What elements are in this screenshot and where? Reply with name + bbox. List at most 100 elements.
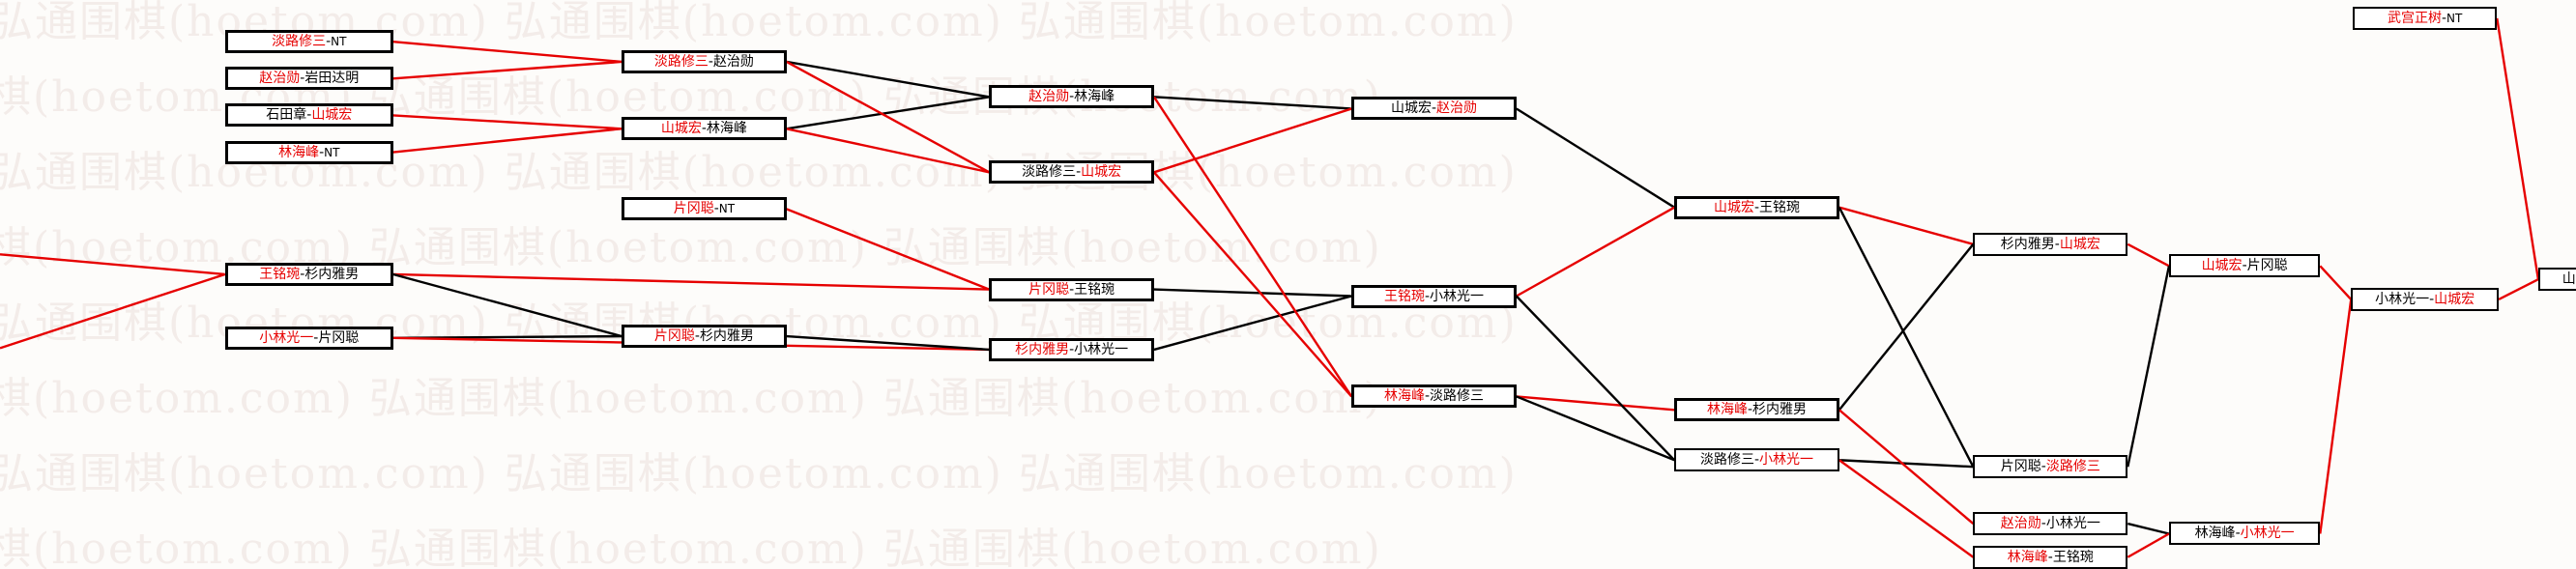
connector-line <box>1152 96 1353 398</box>
match-node[interactable]: 山城宏-片冈聪 <box>2168 254 2321 278</box>
player-left: 林海峰 <box>278 144 320 160</box>
player-separator: - <box>1069 89 1075 105</box>
player-right: NT <box>324 145 340 159</box>
player-left: 武宫正树 <box>2387 10 2442 26</box>
player-left: 山城宏 <box>2562 271 2576 288</box>
match-node[interactable]: 片冈聪-NT <box>622 197 787 221</box>
player-right: 杉内雅男 <box>699 328 754 345</box>
player-left: 片冈聪 <box>1028 281 1070 298</box>
match-node[interactable]: 杉内雅男-山城宏 <box>1973 232 2128 256</box>
match-node[interactable]: 淡路修三-小林光一 <box>1674 448 1839 472</box>
player-right: 杉内雅男 <box>304 266 360 282</box>
player-left: 林海峰 <box>2194 526 2236 542</box>
match-node[interactable]: 片冈聪-杉内雅男 <box>622 325 787 349</box>
match-node[interactable]: 山城宏-王铭琬 <box>1674 195 1839 219</box>
player-right: 王铭琬 <box>1074 281 1115 298</box>
match-node[interactable]: 林海峰-淡路修三 <box>1351 384 1517 409</box>
connector-line <box>786 128 990 174</box>
match-node[interactable]: 小林光一-山城宏 <box>2351 287 2500 311</box>
connector-line <box>786 96 990 130</box>
player-left: 淡路修三 <box>1022 164 1077 181</box>
connector-line <box>2127 532 2170 558</box>
player-separator: - <box>2242 258 2247 274</box>
match-node[interactable]: 淡路修三-山城宏 <box>989 160 1154 185</box>
player-left: 杉内雅男 <box>2000 236 2055 252</box>
connector-line <box>1838 206 1974 245</box>
player-separator: - <box>1424 388 1431 405</box>
player-separator: - <box>1753 452 1760 469</box>
player-right: 小林光一 <box>1430 288 1485 304</box>
match-node[interactable]: 小林光一-片冈聪 <box>224 326 393 350</box>
player-left: 山城宏 <box>1713 199 1754 215</box>
player-separator: - <box>2429 291 2435 307</box>
player-right: 赵治勋 <box>712 53 754 70</box>
player-separator: - <box>708 53 713 70</box>
player-right: NT <box>718 202 736 216</box>
connector-line <box>1838 243 1975 412</box>
connector-line <box>392 272 622 338</box>
match-node[interactable]: 杉内雅男-小林光一 <box>989 337 1154 361</box>
player-right: 淡路修三 <box>2045 459 2100 475</box>
match-node[interactable]: 山城宏-武宫正树 <box>2537 268 2576 292</box>
match-node[interactable]: 王铭琬-小林光一 <box>1351 284 1517 308</box>
watermark-text: 弘通围棋(hoetom.com) 弘通围棋(hoetom.com) 弘通围棋(h… <box>0 449 1518 498</box>
player-separator: - <box>2041 459 2046 475</box>
player-left: 山城宏 <box>1390 100 1432 117</box>
player-right: 小林光一 <box>2045 516 2100 532</box>
connector-line <box>786 208 990 291</box>
match-node[interactable]: 片冈聪-淡路修三 <box>1973 455 2128 479</box>
connector-line <box>392 114 622 130</box>
player-separator: - <box>2235 526 2241 542</box>
match-node[interactable]: 赵治勋-岩田达明 <box>224 67 393 91</box>
connector-line <box>2127 522 2170 535</box>
connector-line <box>1153 107 1352 174</box>
player-left: 淡路修三 <box>653 53 709 70</box>
connector-line <box>2498 278 2539 301</box>
player-left: 王铭琬 <box>259 266 301 282</box>
player-separator: - <box>313 329 319 346</box>
match-node[interactable]: 片冈聪-王铭琬 <box>989 277 1154 301</box>
match-node[interactable]: 淡路修三-NT <box>224 30 393 54</box>
player-left: 赵治勋 <box>259 71 301 87</box>
player-right: 小林光一 <box>1074 341 1129 357</box>
match-node[interactable]: 林海峰-杉内雅男 <box>1674 398 1839 422</box>
match-node[interactable]: 山城宏-赵治勋 <box>1351 97 1517 121</box>
player-right: 赵治勋 <box>1436 100 1478 117</box>
connector-line-offscreen <box>0 272 226 350</box>
player-separator: - <box>713 201 719 217</box>
match-node[interactable]: 赵治勋-林海峰 <box>989 85 1154 109</box>
player-left: 淡路修三 <box>1699 452 1754 469</box>
connector-line <box>1515 295 1676 462</box>
player-left: 淡路修三 <box>272 34 327 50</box>
match-node[interactable]: 武宫正树-NT <box>2353 6 2498 30</box>
match-node[interactable]: 山城宏-林海峰 <box>622 117 787 141</box>
match-node[interactable]: 赵治勋-小林光一 <box>1973 512 2128 536</box>
connector-line <box>786 60 990 174</box>
connector-line <box>2319 265 2353 300</box>
connector-line <box>1153 295 1352 352</box>
player-left: 片冈聪 <box>673 201 714 217</box>
connector-line <box>1516 395 1675 462</box>
player-right: 岩田达明 <box>304 71 360 87</box>
player-left: 林海峰 <box>1706 402 1748 418</box>
player-separator: - <box>1424 288 1431 304</box>
player-right: NT <box>2446 11 2463 25</box>
connector-line <box>2496 17 2540 280</box>
player-separator: - <box>1431 100 1437 117</box>
connector-line <box>2319 299 2353 534</box>
match-node[interactable]: 林海峰-NT <box>224 140 393 164</box>
match-node[interactable]: 石田章-山城宏 <box>224 103 393 128</box>
connector-line <box>1153 288 1352 298</box>
connector-line <box>392 40 622 64</box>
player-separator: - <box>1747 402 1753 418</box>
player-right: 淡路修三 <box>1430 388 1485 405</box>
player-right: 王铭琬 <box>2052 549 2094 565</box>
match-node[interactable]: 林海峰-王铭琬 <box>1973 545 2128 569</box>
match-node[interactable]: 淡路修三-赵治勋 <box>622 49 787 73</box>
player-separator: - <box>701 121 707 137</box>
connector-line <box>1153 171 1353 398</box>
player-separator: - <box>2047 549 2053 565</box>
match-node[interactable]: 王铭琬-杉内雅男 <box>224 262 393 286</box>
player-right: 小林光一 <box>2240 526 2295 542</box>
match-node[interactable]: 林海峰-小林光一 <box>2168 522 2321 546</box>
